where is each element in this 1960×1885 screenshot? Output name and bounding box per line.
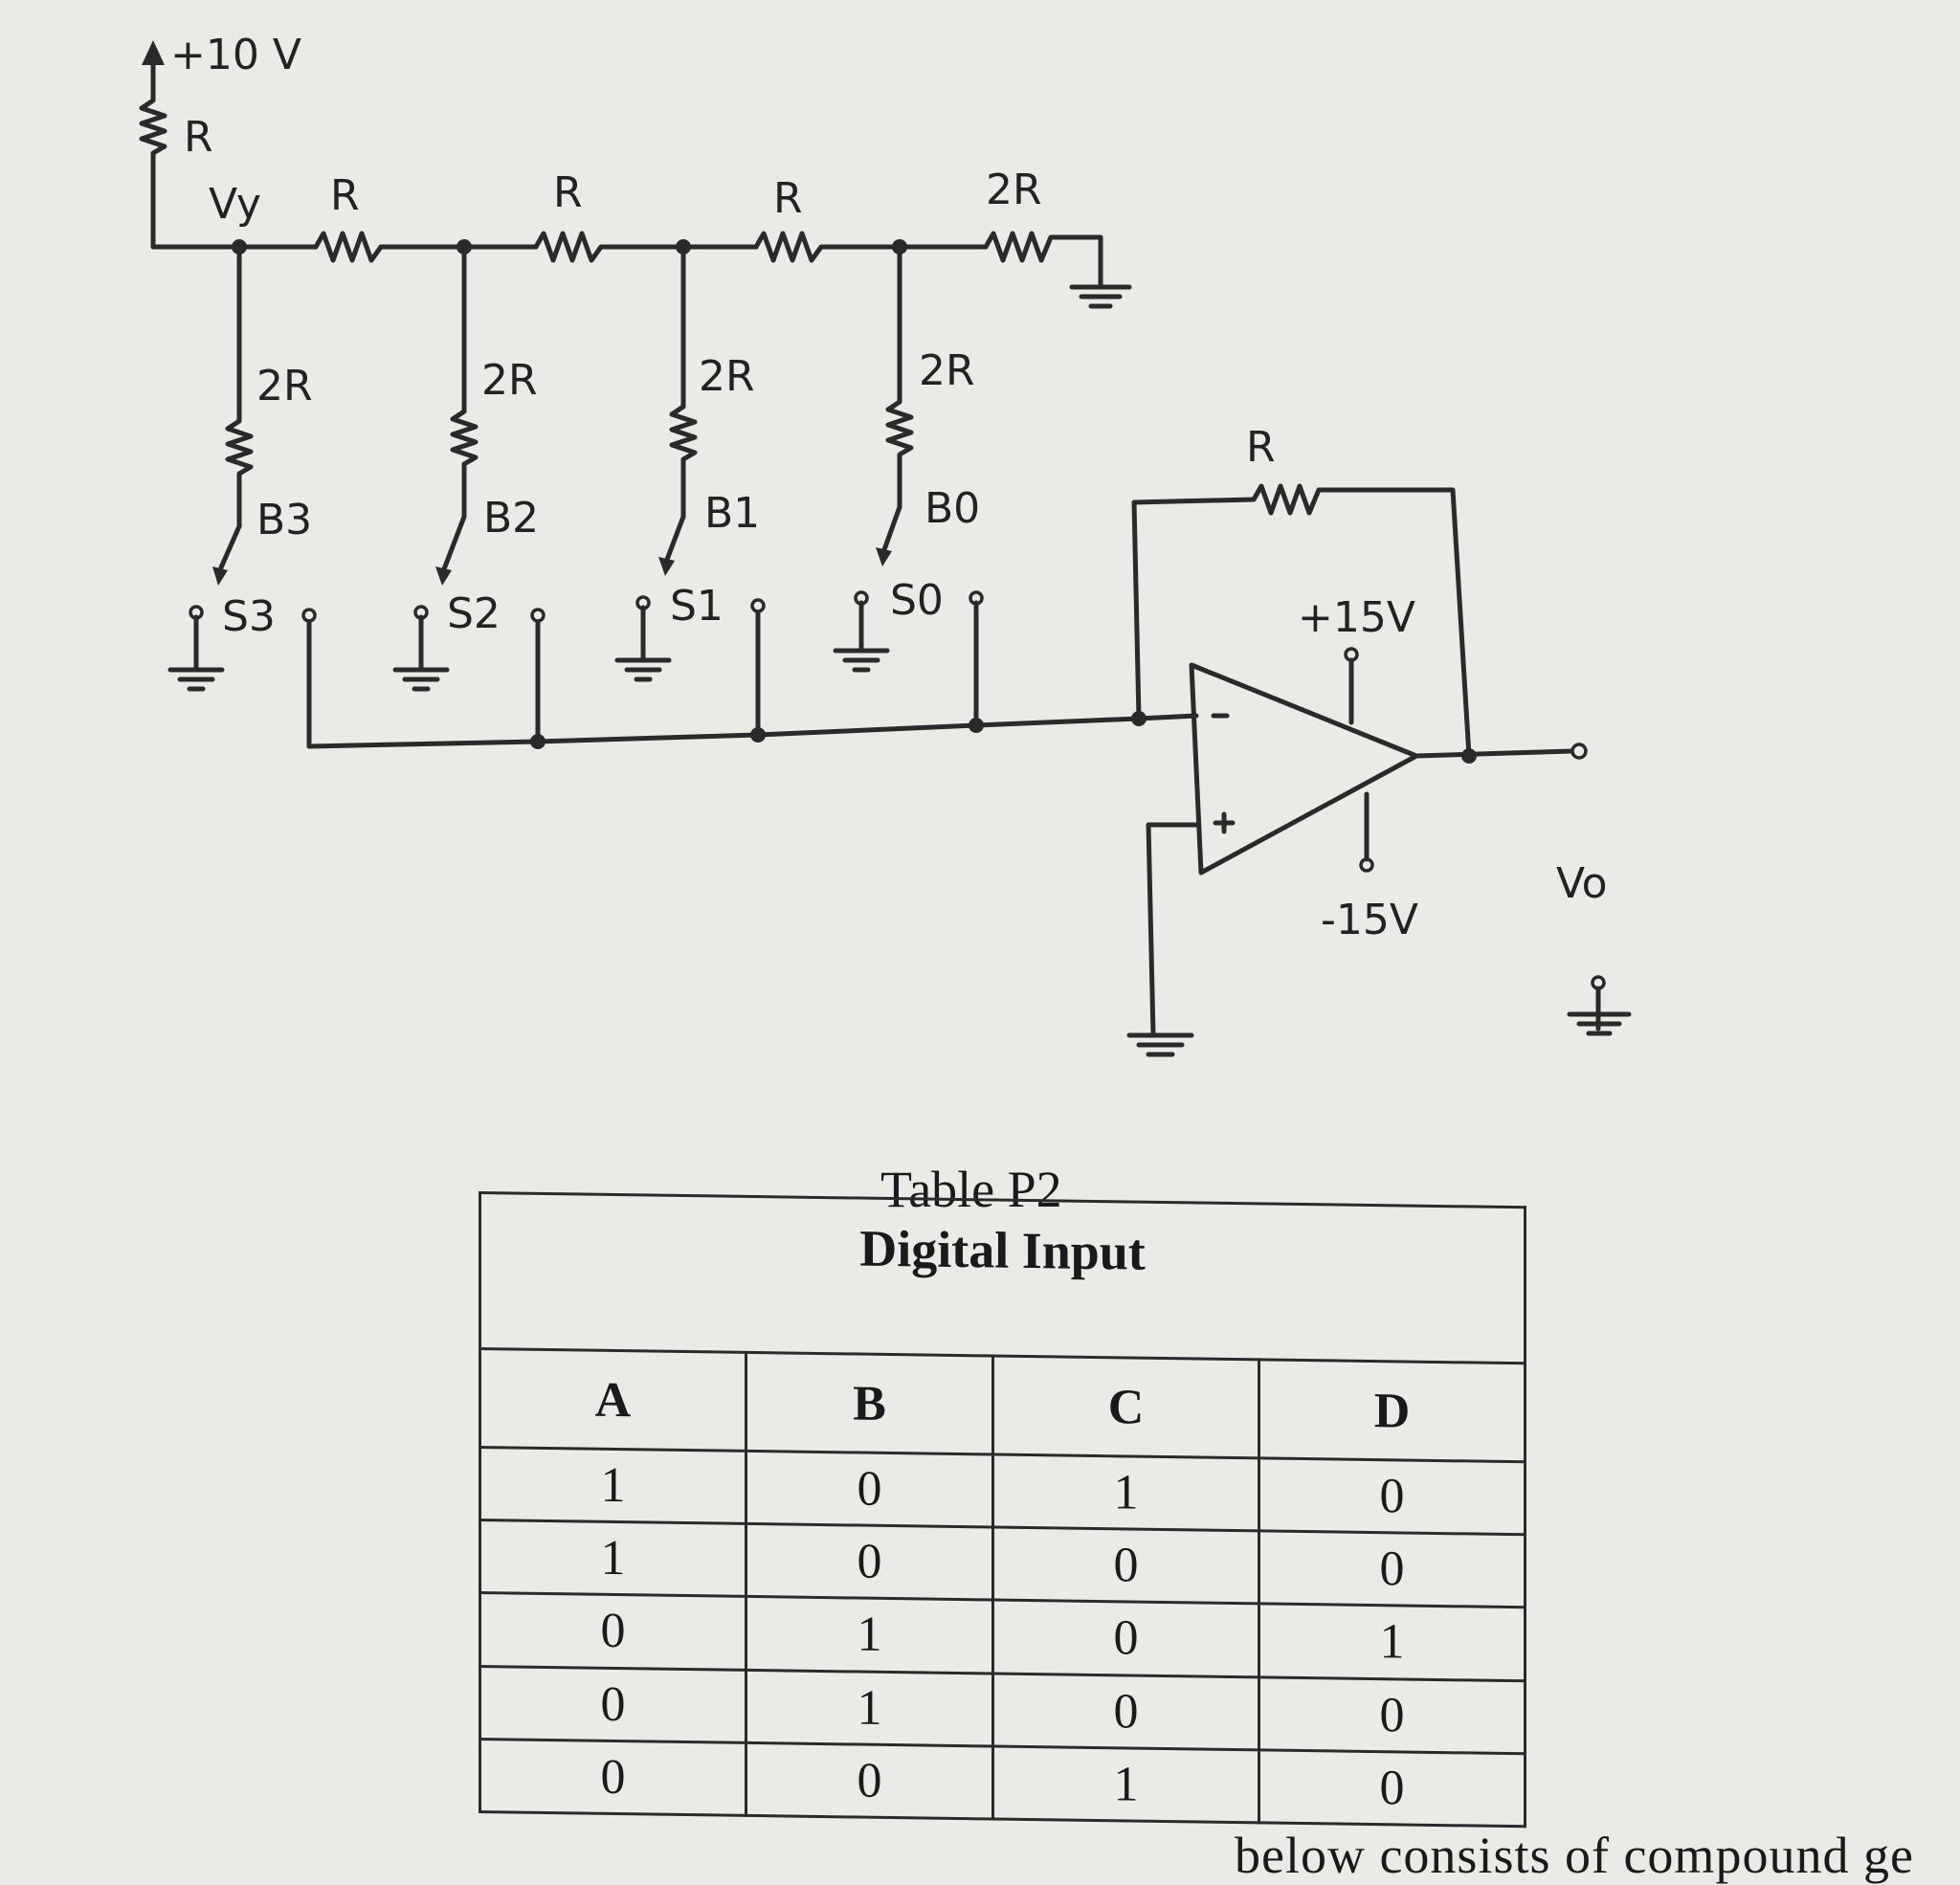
ground-icon bbox=[1069, 284, 1132, 309]
footer-text: below consists of compound ge bbox=[1235, 1827, 1914, 1884]
bit-label-b1: B1 bbox=[704, 489, 761, 538]
table-cell: 0 bbox=[1258, 1676, 1526, 1754]
table-cell: 1 bbox=[746, 1596, 993, 1674]
top-resistor bbox=[139, 98, 167, 250]
column-header-c: C bbox=[992, 1356, 1259, 1458]
supply-label: +10 V bbox=[170, 31, 301, 79]
node-label: Vy bbox=[209, 180, 261, 229]
bit-label-b3: B3 bbox=[256, 496, 313, 544]
branch-resistor-label: 2R bbox=[699, 352, 755, 401]
table-cell: 0 bbox=[746, 1523, 993, 1601]
column-header-a: A bbox=[479, 1348, 746, 1452]
digital-input-table: Digital Input A B C D 1 0 1 0 1 0 0 0 bbox=[479, 1191, 1526, 1828]
branch-b0 bbox=[833, 244, 979, 728]
branch-b2 bbox=[392, 244, 541, 744]
series-resistor-3 bbox=[753, 231, 902, 263]
table-cell: 0 bbox=[992, 1600, 1259, 1677]
table-row: 0 0 1 0 bbox=[479, 1739, 1526, 1827]
ground-icon bbox=[1567, 1011, 1632, 1036]
table-cell: 0 bbox=[1258, 1457, 1526, 1535]
series-resistor-4 bbox=[983, 231, 1103, 290]
series-resistor-2 bbox=[533, 231, 686, 263]
summing-bus bbox=[306, 713, 1199, 749]
ground-icon bbox=[1126, 1032, 1194, 1057]
table-cell: 1 bbox=[992, 1745, 1259, 1823]
series-resistor-label: R bbox=[330, 171, 360, 220]
table-group-header: Digital Input bbox=[479, 1192, 1526, 1364]
column-header-d: D bbox=[1258, 1359, 1526, 1462]
series-resistor-1 bbox=[313, 231, 466, 263]
branch-resistor-label: 2R bbox=[256, 362, 313, 410]
series-resistor-label: R bbox=[773, 174, 803, 223]
table-cell: 0 bbox=[1258, 1531, 1526, 1608]
output-label: Vo bbox=[1556, 859, 1608, 908]
table-cell: 0 bbox=[479, 1666, 746, 1743]
feedback-resistor bbox=[1131, 483, 1472, 759]
series-resistor-label: R bbox=[553, 168, 583, 217]
table-title: Table P2 bbox=[880, 1161, 1062, 1218]
table-cell: 0 bbox=[746, 1742, 993, 1820]
column-header-b: B bbox=[746, 1352, 993, 1455]
table-cell: 0 bbox=[746, 1451, 993, 1528]
top-resistor-label: R bbox=[184, 113, 213, 162]
table-cell: 0 bbox=[992, 1527, 1259, 1605]
table-cell: 1 bbox=[479, 1519, 746, 1597]
bit-label-b0: B0 bbox=[924, 484, 981, 533]
positive-supply-label: +15V bbox=[1298, 593, 1415, 642]
branch-b3 bbox=[167, 244, 312, 749]
table-cell: 1 bbox=[992, 1454, 1259, 1532]
supply-terminal bbox=[142, 40, 165, 103]
table-cell: 1 bbox=[1258, 1604, 1526, 1681]
digital-input-table-wrap: Digital Input A B C D 1 0 1 0 1 0 0 0 bbox=[479, 1191, 1526, 1828]
table-cell: 1 bbox=[479, 1447, 746, 1524]
table-cell: 0 bbox=[479, 1739, 746, 1816]
switch-label-s0: S0 bbox=[890, 576, 944, 625]
branch-resistor-label: 2R bbox=[919, 346, 975, 395]
series-resistor-label: 2R bbox=[986, 166, 1042, 214]
switch-label-s3: S3 bbox=[222, 592, 276, 641]
switch-label-s1: S1 bbox=[670, 582, 724, 631]
feedback-resistor-label: R bbox=[1246, 423, 1276, 472]
opamp-symbol bbox=[1189, 662, 1419, 876]
output-terminal bbox=[1570, 743, 1588, 760]
switch-terminals bbox=[189, 590, 984, 623]
switch-label-s2: S2 bbox=[447, 589, 501, 638]
table-cell: 1 bbox=[746, 1669, 993, 1746]
bit-label-b2: B2 bbox=[483, 494, 540, 543]
negative-supply-label: -15V bbox=[1321, 896, 1418, 944]
table-cell: 0 bbox=[479, 1592, 746, 1670]
table-cell: 0 bbox=[992, 1673, 1259, 1750]
branch-resistor-label: 2R bbox=[481, 356, 538, 405]
branch-b1 bbox=[614, 244, 761, 738]
table-cell: 0 bbox=[1258, 1749, 1526, 1827]
